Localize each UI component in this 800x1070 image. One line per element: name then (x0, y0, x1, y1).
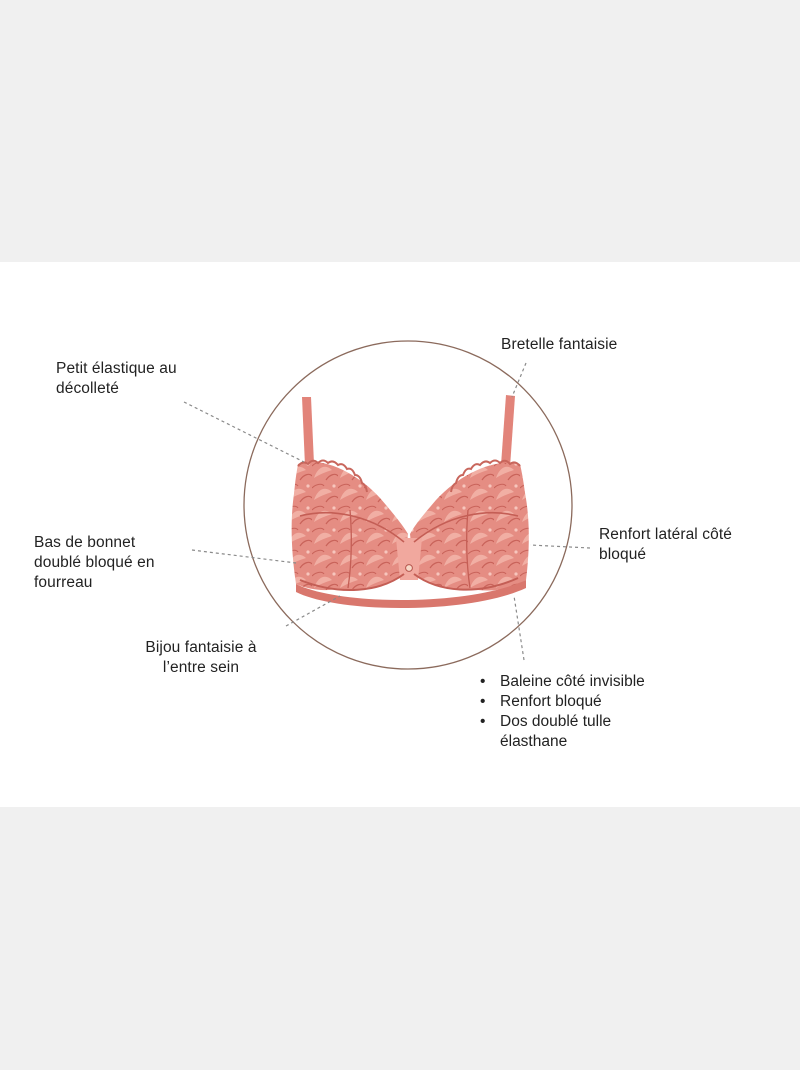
leader-jewel (285, 595, 341, 627)
label-jewel: Bijou fantaisie à l’entre sein (124, 638, 278, 678)
band (296, 580, 526, 609)
label-side-support: Renfort latéral côté bloqué (599, 525, 732, 565)
right-underwire (413, 573, 519, 591)
diagram-panel: Bretelle fantaisie Petit élastique au dé… (0, 262, 800, 807)
left-strap (302, 397, 314, 466)
vertical-seam-right (466, 509, 471, 589)
label-cup-base: Bas de bonnet doublé bloqué en fourreau (34, 533, 155, 593)
features-list: Baleine côté invisible Renfort bloqué Do… (478, 672, 650, 752)
side-support-text-2: bloqué (599, 546, 647, 563)
left-scallop (297, 459, 368, 493)
leader-strap (511, 362, 527, 398)
leader-neckline (183, 401, 305, 463)
right-cup (410, 462, 527, 590)
cup-base-text-3: fourreau (34, 574, 93, 591)
neckline-text-2: décolleté (56, 380, 119, 397)
neckline-text-1: Petit élastique au (56, 360, 177, 377)
vertical-seam-left (347, 509, 352, 589)
label-neckline: Petit élastique au décolleté (56, 359, 177, 399)
feature-item: Dos doublé tulle élasthane (478, 712, 650, 752)
bra-diagram (183, 340, 591, 670)
side-support-text-1: Renfort latéral côté (599, 526, 732, 543)
right-strap (501, 395, 515, 467)
leader-features (513, 595, 525, 661)
centre-jewel-icon (405, 564, 413, 572)
feature-item: Renfort bloqué (478, 692, 650, 712)
cup-base-text-2: doublé bloqué en (34, 554, 155, 571)
jewel-text-1: Bijou fantaisie à (145, 639, 257, 656)
left-underwire (299, 573, 405, 591)
right-scallop (450, 459, 521, 493)
leader-side-support (529, 544, 591, 549)
feature-item: Baleine côté invisible (478, 672, 650, 692)
outline-circle (243, 340, 573, 670)
jewel-text-2: l’entre sein (162, 659, 240, 676)
leader-cup-base (191, 549, 297, 564)
label-strap: Bretelle fantaisie (501, 335, 617, 355)
strap-text: Bretelle fantaisie (501, 336, 618, 353)
centre-gore (396, 538, 422, 580)
cup-base-text-1: Bas de bonnet (34, 534, 136, 551)
bra-illustration (291, 395, 529, 609)
